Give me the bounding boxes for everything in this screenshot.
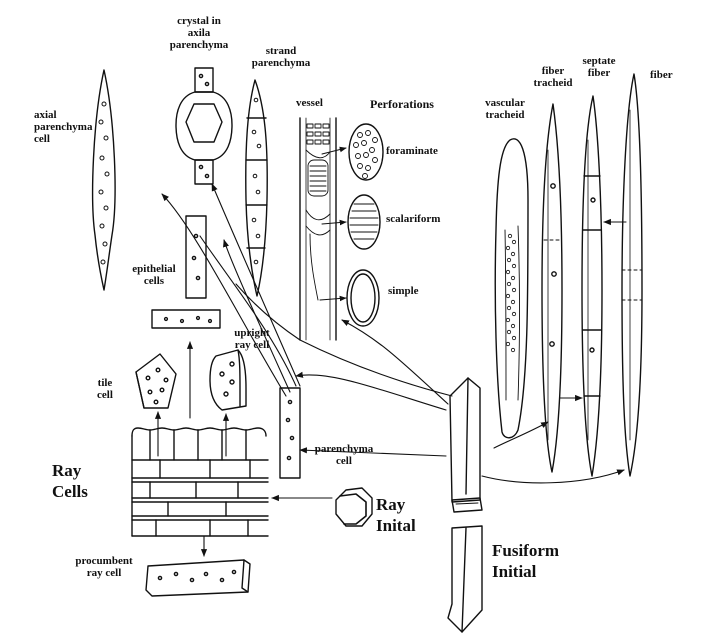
label-axial-parenchyma-cell: axial parenchyma cell — [34, 109, 93, 146]
label-axial-line-1: axial — [34, 109, 57, 121]
label-vascular-line-2: tracheid — [485, 108, 525, 121]
label-upright-line-1: upright — [234, 327, 270, 339]
label-vessel: vessel — [296, 97, 323, 109]
crystal-axial-parenchyma — [175, 67, 233, 185]
label-septate-fiber: septate fiber — [574, 55, 624, 80]
label-epithelial-line-2: cells — [143, 274, 165, 287]
axial-parenchyma-nuclei — [98, 101, 110, 265]
fusiform-initial-cell — [447, 377, 483, 633]
label-parenchyma-line-2: cell — [336, 454, 352, 467]
label-axial-line-3: cell — [34, 132, 50, 145]
label-fiber-tracheid: fiber tracheid — [524, 65, 582, 90]
label-vascular-line-1: vascular — [485, 97, 525, 109]
label-parenchyma-cell: parenchyma cell — [304, 443, 384, 468]
label-tile-cell: tile cell — [88, 377, 122, 402]
label-procumbent-ray-cell: procumbent ray cell — [62, 555, 146, 580]
septate-fiber — [581, 95, 603, 477]
label-ray-initial-line-2: Inital — [376, 516, 416, 536]
fiber-tracheid — [541, 103, 563, 473]
epithelial-cells — [185, 215, 207, 299]
fiber — [621, 73, 643, 477]
label-epithelial-line-1: epithelial — [132, 263, 176, 275]
label-fusiform-initial: Fusiform Initial — [492, 540, 559, 583]
label-strand-line-1: strand — [265, 45, 297, 57]
epithelial-flat-cell — [151, 309, 221, 329]
ray-tissue-block — [131, 427, 269, 537]
perforation-simple — [346, 269, 380, 327]
label-septate-line-2: fiber — [587, 66, 611, 79]
label-procumbent-line-1: procumbent — [75, 555, 133, 567]
label-crystal-line-3: parenchyma — [169, 38, 229, 51]
label-strand-line-2: parenchyma — [251, 56, 311, 69]
vascular-tracheid — [494, 138, 529, 439]
label-ray-initial: Ray Inital — [376, 494, 416, 537]
label-septate-line-1: septate — [582, 55, 616, 67]
label-parenchyma-line-1: parenchyma — [314, 443, 374, 455]
vessel — [299, 117, 347, 341]
label-fiber: fiber — [650, 69, 673, 81]
label-procumbent-line-2: ray cell — [86, 566, 122, 579]
label-crystal-line-1: crystal in — [177, 15, 221, 27]
label-axial-line-2: parenchyma — [34, 120, 93, 133]
label-upright-line-2: ray cell — [234, 338, 270, 351]
label-foraminate: foraminate — [386, 145, 438, 157]
axial-parenchyma-cell — [91, 69, 116, 291]
perforation-foraminate — [348, 123, 384, 181]
label-vascular-tracheid: vascular tracheid — [470, 97, 540, 122]
parenchyma-cell — [279, 387, 301, 479]
label-ray-initial-line-1: Ray — [376, 495, 406, 514]
label-crystal-line-2: axila — [187, 26, 211, 39]
label-tile-line-2: cell — [97, 388, 113, 401]
perforation-scalariform — [347, 194, 381, 250]
arrows — [154, 183, 627, 557]
label-perforations: Perforations — [370, 97, 434, 111]
ray-initial-cell — [335, 487, 373, 527]
label-ray-cells: Ray Cells — [52, 460, 88, 503]
procumbent-ray-cell — [145, 559, 251, 597]
label-crystal-in-axila-parenchyma: crystal in axila parenchyma — [158, 15, 240, 52]
upright-ray-cell — [209, 349, 247, 411]
label-ray-cells-line-1: Ray — [52, 461, 82, 480]
label-fusiform-line-2: Initial — [492, 562, 537, 582]
label-upright-ray-cell: upright ray cell — [222, 327, 282, 352]
label-fusiform-line-1: Fusiform — [492, 541, 560, 560]
label-epithelial-cells: epithelial cells — [122, 263, 186, 288]
label-scalariform: scalariform — [386, 213, 441, 225]
label-ray-cells-line-2: Cells — [52, 482, 88, 502]
label-simple: simple — [388, 285, 419, 297]
tile-cell — [135, 353, 177, 409]
label-tile-line-1: tile — [97, 377, 113, 389]
label-fiber-tracheid-line-1: fiber — [541, 65, 565, 77]
label-fiber-tracheid-line-2: tracheid — [533, 76, 573, 89]
label-strand-parenchyma: strand parenchyma — [242, 45, 320, 70]
strand-parenchyma — [245, 79, 268, 297]
